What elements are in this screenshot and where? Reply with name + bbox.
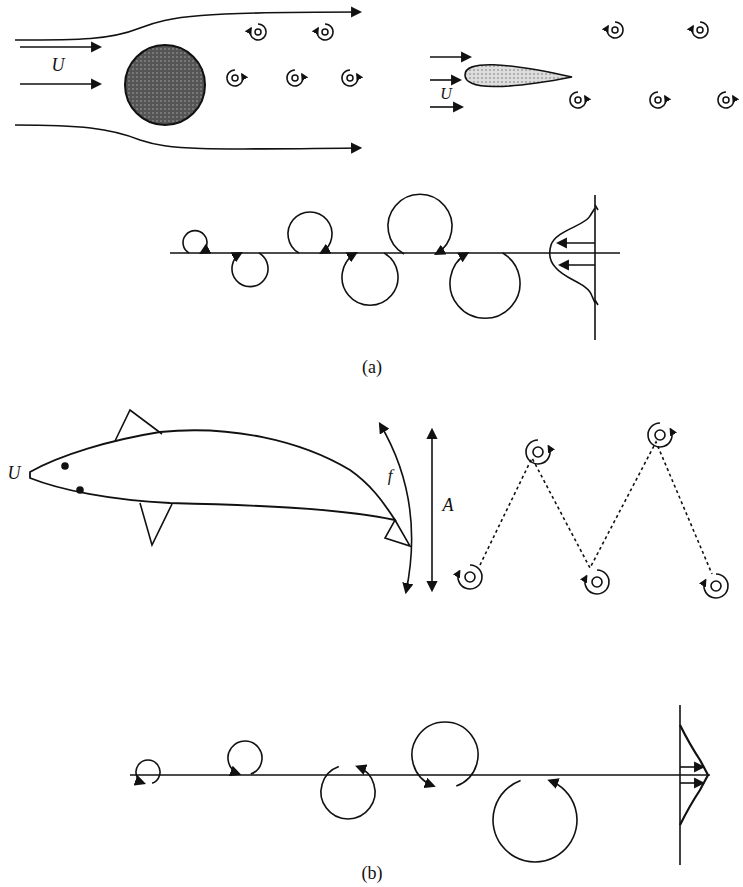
frequency-symbol: f bbox=[388, 467, 393, 486]
velocity-symbol: U bbox=[440, 85, 452, 103]
velocity-symbol: U bbox=[52, 56, 65, 76]
velocity-symbol: U bbox=[8, 464, 21, 484]
panel-label: (b) bbox=[362, 864, 383, 884]
amplitude-symbol: A bbox=[443, 496, 454, 516]
panel-label: (a) bbox=[362, 358, 382, 378]
